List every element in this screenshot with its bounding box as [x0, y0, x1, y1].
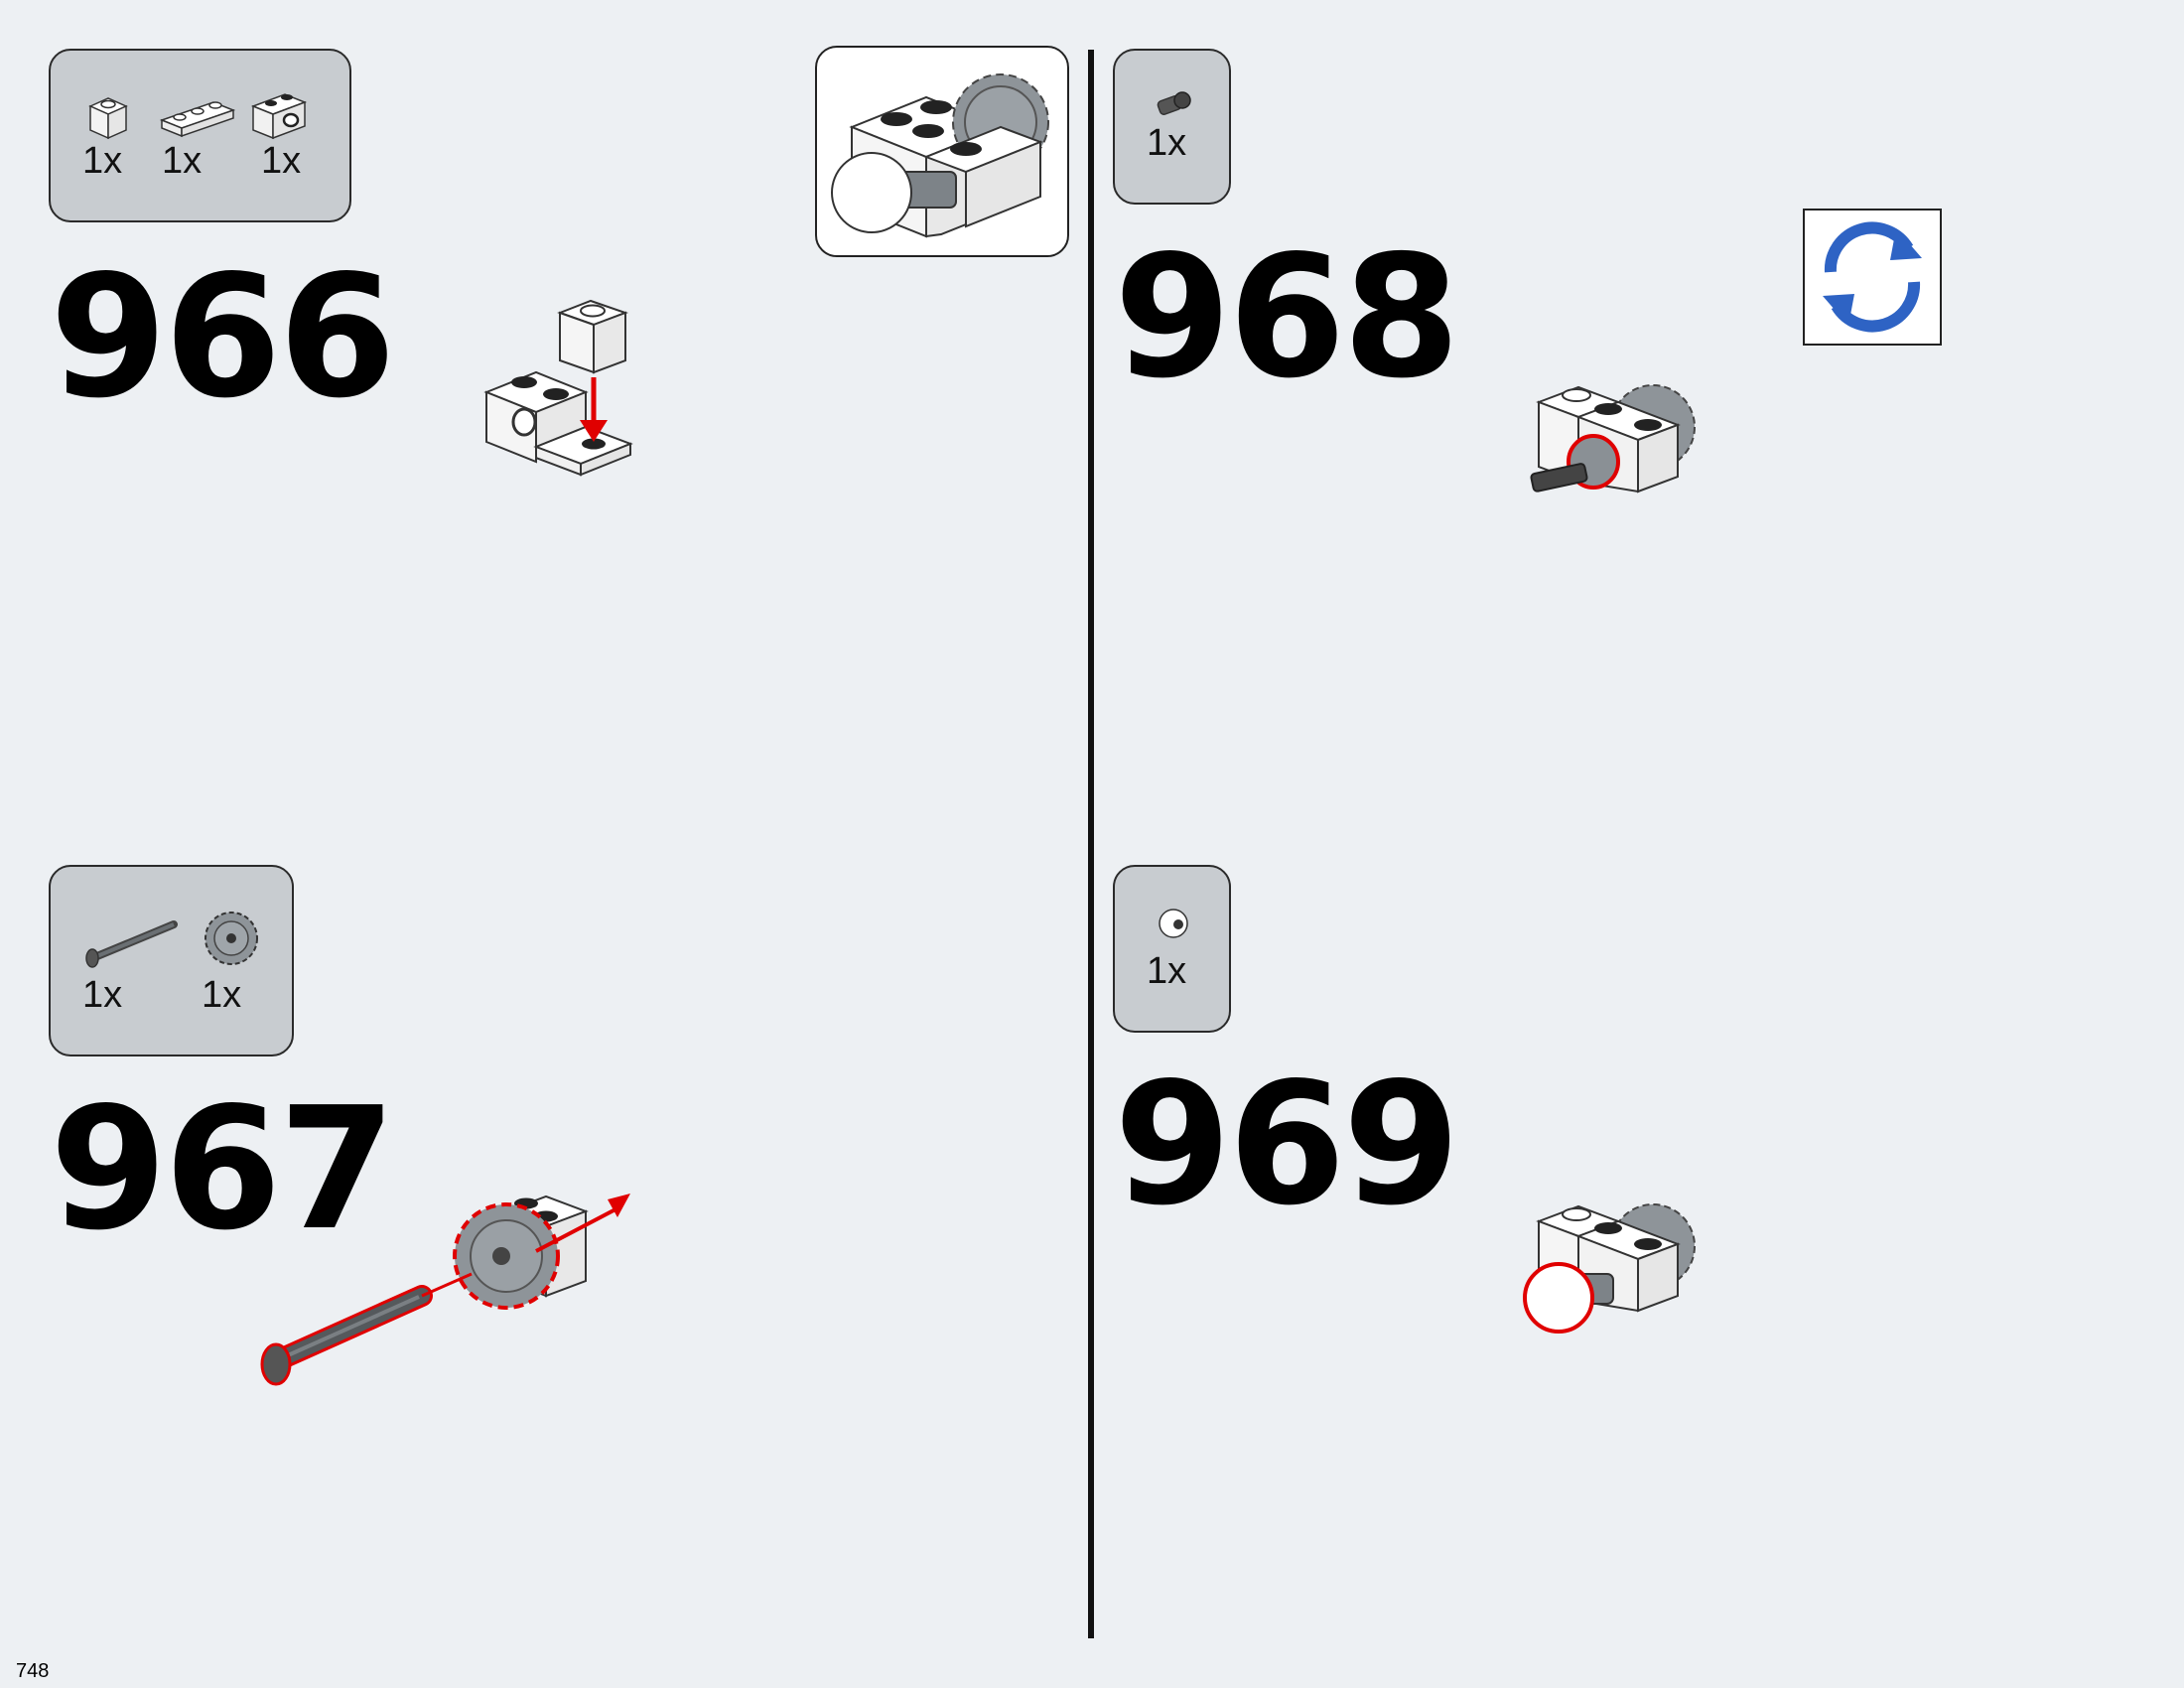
part-qty: 1x: [82, 974, 123, 1016]
gear-icon: [205, 912, 258, 965]
part-qty: 1x: [1147, 122, 1187, 164]
callout-assembly-illustration: [831, 73, 1049, 238]
step-number-969: 969: [1114, 1047, 1460, 1243]
step-number-968: 968: [1114, 219, 1460, 416]
step-966-assembly-illustration: [483, 299, 633, 477]
pin-icon: [1157, 91, 1191, 115]
step-968-assembly-illustration: [1530, 384, 1696, 493]
rotate-icon: [1823, 221, 1922, 333]
step-967-assembly-illustration: [260, 1194, 630, 1386]
step-number-967: 967: [50, 1071, 396, 1268]
part-qty: 1x: [1147, 950, 1187, 992]
assembly-callout: [815, 46, 1069, 257]
part-qty: 1x: [261, 140, 302, 182]
parts-list-969: 1x: [1113, 865, 1231, 1033]
plate-1x3-icon: [159, 101, 236, 138]
rotate-model-callout: [1803, 209, 1942, 346]
part-qty: 1x: [202, 974, 242, 1016]
part-qty: 1x: [162, 140, 203, 182]
page-number: 748: [16, 1660, 50, 1682]
page-divider: [1088, 50, 1094, 1638]
brick-1x1-icon: [88, 97, 128, 140]
step-number-966: 966: [50, 239, 396, 436]
step-969-assembly-illustration: [1523, 1203, 1696, 1334]
round-tile-icon: [1159, 909, 1188, 938]
parts-list-968: 1x: [1113, 49, 1231, 205]
technic-brick-1x2-icon: [250, 93, 308, 140]
parts-list-967: 1x 1x: [49, 865, 294, 1056]
part-qty: 1x: [82, 140, 123, 182]
parts-list-966: 1x 1x 1x: [49, 49, 351, 222]
axle-icon: [85, 920, 178, 968]
